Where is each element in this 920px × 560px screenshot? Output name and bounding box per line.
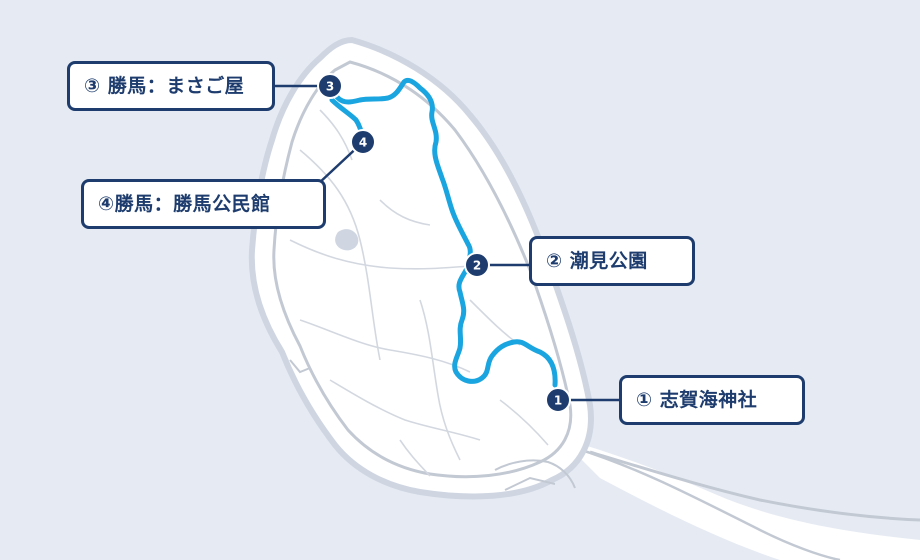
mainland-shore [589,450,920,522]
marker-3-label: 3 [326,80,334,94]
marker-4[interactable]: 4 [350,129,376,155]
marker-2-label: 2 [473,259,481,273]
marker-4-label: 4 [359,136,367,150]
callout-katsuma-masagoya[interactable]: ③ 勝馬：まさご屋 [67,61,275,111]
inner-roads [289,109,549,477]
reservoir [335,229,359,251]
callout-shikaumi-shrine[interactable]: ① 志賀海神社 [619,375,805,425]
marker-1-label: 1 [554,394,562,408]
marker-1[interactable]: 1 [545,387,571,413]
marker-2[interactable]: 2 [464,252,490,278]
callout-katsuma-community-hall[interactable]: ④勝馬：勝馬公民館 [81,179,326,229]
sandbar-road [574,446,841,560]
marker-3[interactable]: 3 [317,73,343,99]
callout-shiomi-park[interactable]: ② 潮見公園 [529,236,695,286]
port-area [289,359,576,491]
